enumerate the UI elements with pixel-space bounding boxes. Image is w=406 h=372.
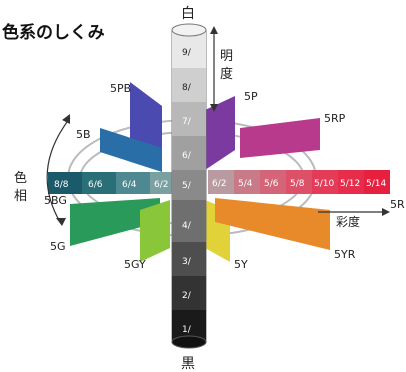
- diagram-title: 色系のしくみ: [2, 22, 105, 43]
- chroma-label-left-1: 6/6: [88, 180, 103, 190]
- hue-label-5p: 5P: [244, 90, 258, 103]
- value-step-1: 1/: [182, 325, 192, 335]
- hue-label-5yr: 5YR: [334, 248, 356, 261]
- chroma-label-right-6: 5/14: [366, 179, 386, 189]
- value-step-2: 2/: [182, 291, 192, 301]
- hue-panel-5p: [205, 96, 235, 170]
- chroma-label-right-4: 5/10: [314, 179, 334, 189]
- value-step-3: 3/: [182, 257, 192, 267]
- white-label: 白: [181, 6, 195, 22]
- chroma-label-left-0: 8/8: [54, 180, 69, 190]
- value-step-8: 8/: [182, 83, 192, 93]
- value-step-4: 4/: [182, 221, 192, 231]
- hue-label-5gy: 5GY: [124, 258, 146, 271]
- value-step-9: 9/: [182, 48, 192, 58]
- hue-label-5b: 5B: [76, 128, 91, 141]
- value-axis-label-1: 明: [220, 49, 233, 64]
- value-axis-label-2: 度: [220, 66, 233, 82]
- hue-label-5g: 5G: [50, 240, 66, 253]
- hue-panel-5g: [70, 198, 160, 246]
- value-step-6: 6/: [182, 151, 192, 161]
- hue-label-5y: 5Y: [234, 258, 248, 271]
- hue-panel-5rp: [240, 118, 320, 158]
- chroma-strip-right: 6/2 5/4 5/6 5/8 5/10 5/12 5/14: [208, 170, 390, 194]
- hue-axis-label-2: 相: [14, 189, 27, 204]
- value-step-5: 5/: [182, 181, 192, 191]
- hue-label-5r: 5R: [390, 198, 405, 211]
- chroma-arrow: [318, 208, 390, 216]
- hue-label-5bg: 5BG: [44, 194, 67, 207]
- value-step-7: 7/: [182, 117, 192, 127]
- hue-label-5rp: 5RP: [324, 112, 346, 125]
- chroma-axis-label: 彩度: [336, 214, 360, 229]
- value-arrow: [210, 26, 218, 112]
- chroma-label-right-2: 5/6: [264, 179, 279, 189]
- chroma-label-right-1: 5/4: [238, 179, 253, 189]
- hue-panel-5gy: [140, 200, 170, 262]
- hue-panel-5yr: [215, 198, 330, 250]
- chroma-label-left-3: 6/2: [154, 180, 168, 190]
- chroma-label-left-2: 6/4: [122, 180, 137, 190]
- hue-axis-label-1: 色: [14, 170, 27, 186]
- chroma-label-right-0: 6/2: [212, 179, 226, 189]
- black-label: 黒: [181, 356, 195, 372]
- hue-panel-5b: [100, 128, 162, 172]
- hue-arrow: [46, 114, 71, 226]
- value-axis-cylinder: 9/ 8/ 7/ 6/ 5/ 4/ 3/ 2/ 1/: [171, 23, 207, 349]
- chroma-strip-left: 8/8 6/6 6/4 6/2: [48, 172, 178, 194]
- chroma-label-right-3: 5/8: [290, 179, 305, 189]
- chroma-label-right-5: 5/12: [340, 179, 360, 189]
- hue-label-5pb: 5PB: [110, 82, 131, 95]
